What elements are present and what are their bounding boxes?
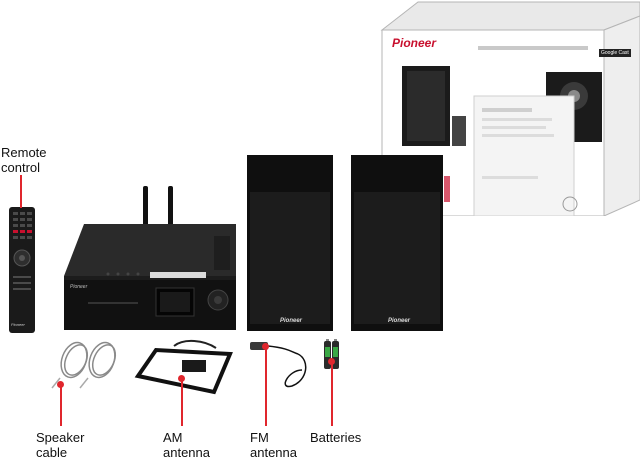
- am-antenna: [134, 336, 238, 398]
- receiver-brand-logo: Pioneer: [70, 284, 88, 290]
- fm-antenna-callout-line: [265, 348, 267, 426]
- speaker-cable: [48, 338, 126, 390]
- left-speaker: Pioneer: [246, 154, 334, 332]
- right-speaker-brand-logo: Pioneer: [388, 318, 411, 324]
- receiver-unit: Pioneer: [60, 184, 240, 334]
- right-speaker: Pioneer: [350, 154, 444, 332]
- box-brand-logo: Pioneer: [392, 36, 437, 50]
- speaker-cable-callout-dot: [57, 381, 64, 388]
- batteries-callout-line: [331, 363, 333, 426]
- receiver-unit-drawing: [64, 186, 236, 330]
- fm-antenna-callout-dot: [262, 343, 269, 350]
- product-box-drawing: [380, 1, 640, 217]
- remote-brand-logo: Pioneer: [11, 322, 25, 327]
- left-speaker-drawing: [247, 155, 333, 331]
- fm-antenna: [248, 340, 318, 396]
- am-antenna-drawing: [134, 340, 233, 395]
- left-speaker-brand-logo: Pioneer: [280, 318, 303, 324]
- google-cast-badge: Google Cast: [599, 49, 631, 57]
- batteries-callout-dot: [328, 358, 335, 365]
- speaker-cable-callout-line: [60, 386, 62, 426]
- remote-callout-line: [20, 175, 22, 208]
- product-box: Pioneer Google Cast: [378, 0, 640, 217]
- remote-control-label: Remote control: [1, 145, 47, 175]
- remote-control: Pioneer: [8, 206, 36, 334]
- remote-control-drawing: [9, 207, 35, 333]
- right-speaker-drawing: [351, 155, 443, 331]
- am-antenna-callout-line: [181, 380, 183, 426]
- am-antenna-callout-dot: [178, 375, 185, 382]
- batteries-label: Batteries: [310, 430, 362, 445]
- fm-antenna-drawing: [250, 342, 307, 388]
- speaker-cable-drawing: [51, 341, 117, 389]
